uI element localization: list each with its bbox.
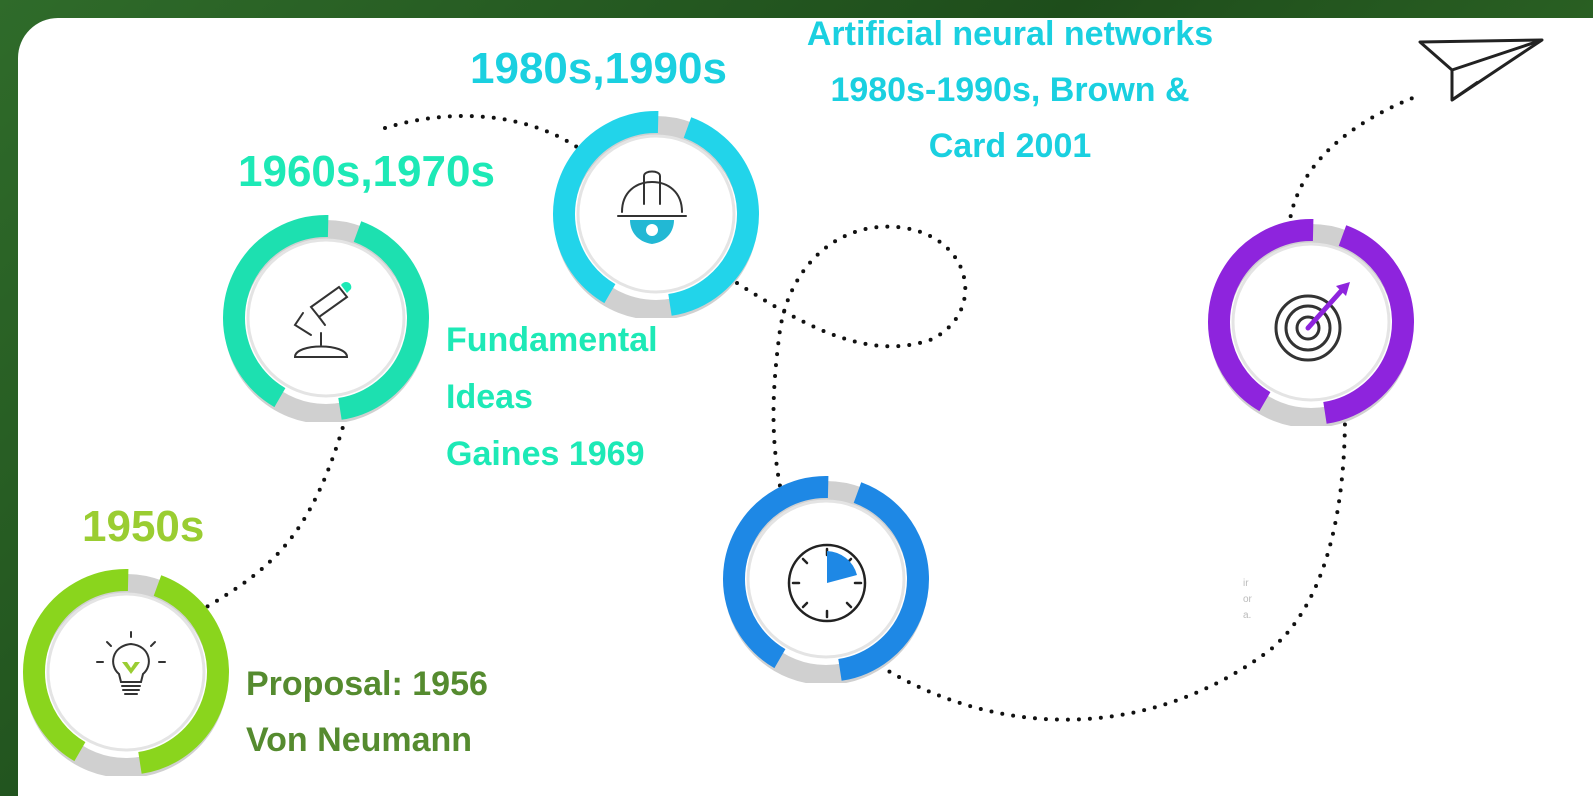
engineer-helmet-gear-icon (617, 170, 687, 244)
faint-text-fragment: ir or a. (1243, 578, 1252, 621)
desc-1960s-line-3: Gaines 1969 (446, 435, 645, 473)
desc-1980s-line-3: Card 2001 (928, 127, 1092, 165)
desc-1960s-line-1: Fundamental (446, 321, 658, 359)
milestone-1950s-circle (22, 568, 230, 781)
desc-1950s: Proposal: 1956 Von Neumann (246, 656, 488, 768)
path-stopwatch-to-target (878, 413, 1347, 722)
ring-center (246, 238, 406, 398)
target-arrow-icon (1274, 282, 1350, 362)
year-label-1980s: 1980s,1990s (470, 44, 727, 93)
year-label-1960s: 1960s,1970s (238, 147, 495, 196)
ring-arc (553, 111, 759, 317)
ring-center (46, 592, 206, 752)
ring (23, 569, 229, 778)
microscope-icon (293, 282, 352, 358)
ring-arc (223, 215, 429, 421)
desc-1950s-line-1: Proposal: 1956 (246, 665, 488, 703)
lightbulb-icon (96, 631, 166, 695)
ring-center (576, 134, 736, 294)
path-1980s-loop (735, 224, 968, 498)
milestone-1980s-circle (552, 110, 760, 323)
ring-arc (223, 215, 429, 421)
desc-1950s-line-2: Von Neumann (246, 721, 473, 759)
ring-arc (23, 569, 229, 776)
ring-arc (23, 569, 229, 776)
milestone-stopwatch-circle (722, 475, 930, 688)
ring-arc (723, 476, 929, 683)
path-target-to-plane (1286, 93, 1422, 240)
ring-arc (1208, 219, 1414, 425)
desc-1980s-line-2: 1980s-1990s, Brown & (830, 71, 1190, 109)
desc-1980s: Artificial neural networks 1980s-1990s, … (770, 6, 1250, 174)
path-1950s-to-1960s (196, 418, 347, 614)
ring (553, 111, 759, 320)
milestone-1960s-circle (222, 214, 430, 427)
stopwatch-icon (787, 543, 867, 623)
paper-plane-icon (1418, 38, 1544, 102)
ring (723, 476, 929, 685)
ring (223, 215, 429, 424)
desc-1960s: Fundamental Ideas Gaines 1969 (446, 312, 658, 483)
ring-arc (553, 111, 759, 317)
ring-arc (723, 476, 929, 683)
desc-1960s-line-2: Ideas (446, 378, 533, 416)
year-label-1950s: 1950s (82, 502, 205, 551)
desc-1980s-line-1: Artificial neural networks (806, 15, 1214, 53)
ring-center (746, 499, 906, 659)
